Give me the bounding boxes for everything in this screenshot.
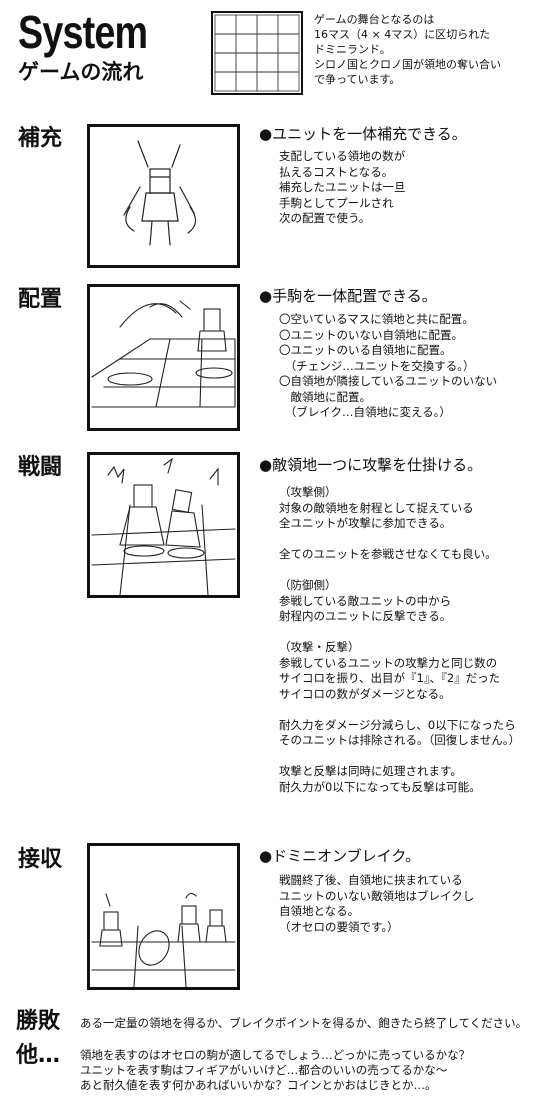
victory-line: ある一定量の領地を得るか、ブレイクポイントを得るか、飽きたら終了してください。 (80, 1016, 528, 1030)
deploy-heading: ●手駒を一体配置できる。 (259, 287, 437, 305)
body-line: 補充したユニットは一旦 (279, 180, 406, 194)
body-line: 全ユニットが攻撃に参加できる。 (279, 516, 452, 530)
body-line: 射程内のユニットに反撃できる。 (279, 609, 452, 623)
body-line: （オセロの要領です。） (279, 919, 399, 934)
other-line: あと耐久値を表す何かあればいいかな？コインとかおはじきとか…。 (80, 1078, 437, 1092)
other-label: 他… (16, 1043, 61, 1068)
body-line: 〇空いているマスに領地と共に配置。 (279, 312, 474, 326)
intro-line: 16マス（4 × 4マス）に区切られた (314, 28, 491, 41)
replenish-body: 支配している領地の数が 払えるコストとなる。 補充したユニットは一旦 手駒として… (279, 149, 406, 227)
body-line: 自領地となる。 (279, 904, 360, 918)
page-subtitle: ゲームの流れ (18, 60, 144, 84)
victory-text: ある一定量の領地を得るか、ブレイクポイントを得るか、飽きたら終了してください。 (80, 1016, 527, 1031)
body-line: そのユニットは排除される。（回復しません。） (279, 733, 521, 747)
deploy-illustration (87, 284, 240, 431)
body-line: 全てのユニットを参戦させなくても良い。 (279, 547, 497, 561)
body-line: 〇ユニットのいない自領地に配置。 (279, 327, 463, 342)
board-grid-illustration (210, 10, 304, 96)
body-line: 耐久力をダメージ分減らし、0以下になったら (279, 717, 516, 732)
body-line: 参戦しているユニットの攻撃力と同じ数の (279, 655, 498, 670)
body-line: 支配している領地の数が (279, 149, 406, 163)
body-line: 手駒としてプールされ (279, 195, 394, 210)
body-line: 参戦している敵ユニットの中から (279, 593, 452, 608)
body-line: 次の配置で使う。 (279, 211, 371, 225)
intro-line: で争っています。 (314, 73, 401, 86)
body-line: サイコロを振り、出目が『1』、『2』だった (279, 671, 501, 685)
body-line: 攻撃と反撃は同時に処理されます。 (279, 764, 462, 778)
body-line: （攻撃側） (279, 485, 337, 499)
section-label-deploy: 配置 (18, 287, 63, 312)
other-text: 領地を表すのはオセロの駒が適してるでしょう…どっかに売っているかな？ ユニットを… (80, 1048, 470, 1093)
body-line: （攻撃・反撃） (279, 640, 360, 654)
victory-label: 勝敗 (16, 1009, 61, 1034)
body-line: （チェンジ…ユニットを交換する。） (279, 358, 475, 373)
body-line: 〇自領地が隣接しているユニットのいない (279, 374, 498, 388)
replenish-illustration (87, 124, 240, 268)
body-line: （ブレイク…自領地に変える。） (279, 405, 451, 419)
body-line: 耐久力が0以下になっても反撃は可能。 (279, 779, 481, 794)
section-label-battle: 戦闘 (18, 455, 63, 480)
capture-illustration (87, 843, 240, 990)
body-line: サイコロの数がダメージとなる。 (279, 686, 451, 701)
capture-body: 戦闘終了後、自領地に挟まれている ユニットのいない敵領地はブレイクし 自領地とな… (279, 873, 474, 935)
other-line: 領地を表すのはオセロの駒が適してるでしょう…どっかに売っているかな？ (80, 1048, 471, 1062)
deploy-body: 〇空いているマスに領地と共に配置。 〇ユニットのいない自領地に配置。 〇ユニット… (279, 312, 497, 421)
page-title: System (18, 6, 148, 58)
section-label-capture: 接収 (18, 847, 63, 872)
body-line: 戦闘終了後、自領地に挟まれている (279, 873, 463, 887)
section-label-replenish: 補充 (18, 126, 63, 151)
intro-line: ドミニランド。 (314, 43, 391, 56)
replenish-heading: ●ユニットを一体補充できる。 (259, 125, 467, 143)
battle-body: （攻撃側） 対象の敵領地を射程として捉えている 全ユニットが攻撃に参加できる。 … (279, 485, 520, 795)
body-line: 敵領地に配置。 (279, 389, 371, 404)
body-line: （防御側） (279, 578, 337, 592)
intro-line: シロノ国とクロノ国が領地の奪い合い (314, 58, 501, 71)
body-line: 〇ユニットのいる自領地に配置。 (279, 343, 452, 357)
other-line: ユニットを表す駒はフィギアがいいけど…都合のいいの売ってるかな～ (80, 1063, 448, 1077)
body-line (279, 625, 520, 641)
body-line (279, 563, 520, 579)
body-line: 対象の敵領地を射程として捉えている (279, 500, 474, 515)
body-line: 払えるコストとなる。 (279, 164, 394, 179)
intro-text: ゲームの舞台となるのは 16マス（4 × 4マス）に区切られた ドミニランド。 … (314, 12, 544, 87)
battle-illustration (87, 452, 240, 598)
capture-heading: ●ドミニオンブレイク。 (259, 847, 421, 865)
body-line (279, 532, 520, 548)
intro-line: ゲームの舞台となるのは (314, 13, 435, 26)
body-line (279, 702, 520, 718)
body-line: ユニットのいない敵領地はブレイクし (279, 888, 475, 903)
body-line (279, 749, 520, 765)
battle-heading: ●敵領地一つに攻撃を仕掛ける。 (259, 456, 483, 474)
